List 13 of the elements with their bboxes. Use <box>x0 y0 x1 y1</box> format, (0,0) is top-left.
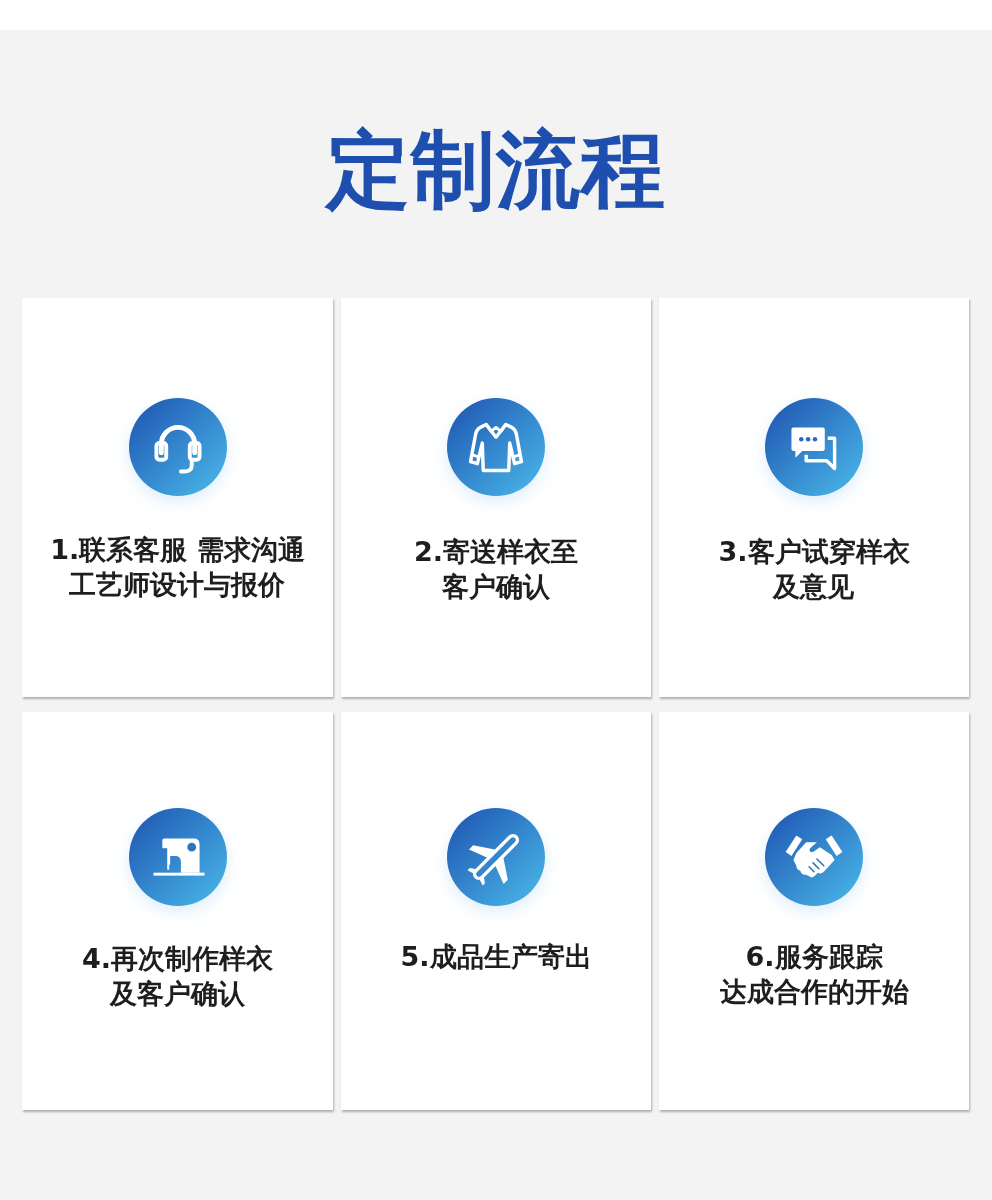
step-text: 2.寄送样衣至客户确认 <box>414 535 578 604</box>
step-card <box>659 298 969 697</box>
page-title: 定制流程 <box>326 128 666 212</box>
step-text: 3.客户试穿样衣及意见 <box>718 535 910 604</box>
step-card <box>22 298 333 697</box>
step-card <box>341 298 651 697</box>
step-card <box>22 712 333 1110</box>
step-text: 5.成品生产寄出 <box>400 940 592 974</box>
step-text: 1.联系客服 需求沟通工艺师设计与报价 <box>50 533 305 602</box>
step-text: 4.再次制作样衣及客户确认 <box>82 942 273 1011</box>
step-card <box>659 712 969 1110</box>
step-text: 6.服务跟踪达成合作的开始 <box>719 940 909 1009</box>
step-card <box>341 712 651 1110</box>
